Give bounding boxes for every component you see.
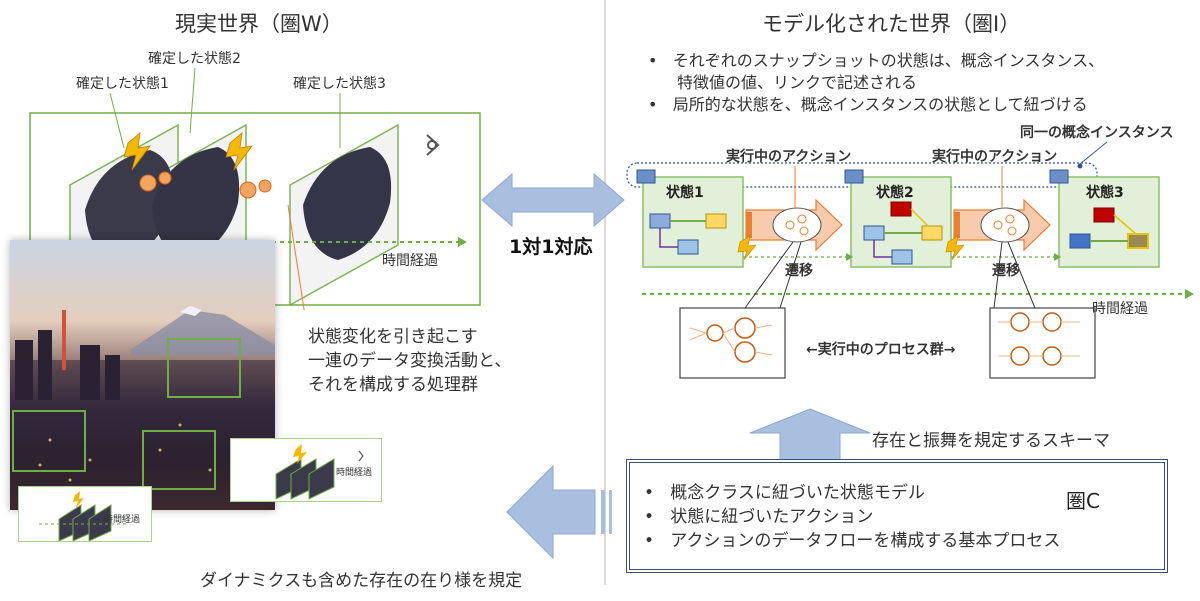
- city-focus-box-3: [142, 430, 216, 490]
- transition-label-2: 遷移: [992, 263, 1020, 279]
- confirmed-state-1-label: 確定した状態1: [76, 76, 169, 92]
- model-bullet-1-cont: 特徴値の値、リンクで記述される: [677, 73, 918, 92]
- small-time-label-right: 時間経過: [336, 468, 373, 478]
- schema-bullets: • 概念クラスに紐づいた状態モデル • 状態に紐づいたアクション • アクション…: [644, 481, 1060, 553]
- running-action-label-2: 実行中のアクション: [932, 149, 1058, 165]
- schema-bullet-1: • 概念クラスに紐づいた状態モデル: [644, 483, 925, 503]
- city-focus-box-2: [12, 410, 86, 472]
- correspondence-label: 1対1対応: [509, 236, 593, 258]
- small-snapshot-panel-left: 時間経過: [18, 486, 152, 542]
- confirmed-state-3-label: 確定した状態3: [293, 76, 386, 92]
- state-3-label: 状態3: [1086, 185, 1124, 201]
- schema-up-arrow: [749, 408, 871, 464]
- transition-label-1: 遷移: [785, 263, 813, 279]
- small-snapshot-planes-left: [39, 491, 129, 542]
- schema-category-label: 圏C: [1066, 489, 1100, 513]
- schema-bottom-caption: ダイナミクスも含めた存在の在り様を規定: [200, 571, 523, 591]
- confirmed-state-2-label: 確定した状態2: [148, 51, 241, 67]
- small-time-label-left: 時間経過: [104, 515, 141, 525]
- model-bullet-2: • 局所的な状態を、概念インスタンスの状態として紐づける: [648, 95, 1088, 114]
- schema-left-arrow: [506, 464, 612, 560]
- running-action-label-1: 実行中のアクション: [726, 149, 852, 165]
- real-time-label: 時間経過: [382, 253, 438, 269]
- model-time-label: 時間経過: [1092, 301, 1148, 317]
- small-snapshot-planes-right: [275, 444, 364, 500]
- small-snapshot-panel-right: 時間経過: [230, 438, 382, 502]
- schema-box: • 概念クラスに紐づいた状態モデル • 状態に紐づいたアクション • アクション…: [626, 459, 1168, 573]
- schema-bullet-2: • 状態に紐づいたアクション: [644, 507, 874, 527]
- model-bullet-1: • それぞれのスナップショットの状態は、概念インスタンス、: [648, 51, 1105, 70]
- description-line-2: 一連のデータ変換活動と、: [308, 351, 512, 371]
- state-2-label: 状態2: [876, 185, 914, 201]
- city-focus-box-1: [167, 338, 241, 398]
- model-world-title: モデル化された世界（圏I）: [762, 12, 1021, 36]
- same-instance-label: 同一の概念インスタンス: [1020, 125, 1174, 141]
- model-diagram: [626, 141, 1194, 379]
- real-world-title: 現実世界（圏W）: [175, 12, 343, 36]
- schema-bullet-3: • アクションのデータフローを構成する基本プロセス: [644, 531, 1061, 551]
- process-group-label: ←実行中のプロセス群→: [806, 342, 956, 358]
- correspondence-arrow: [481, 172, 625, 228]
- schema-top-caption: 存在と振舞を規定するスキーマ: [872, 431, 1110, 451]
- state-1-label: 状態1: [666, 185, 704, 201]
- state-change-description: 状態変化を引き起こす 一連のデータ変換活動と、 それを構成する処理群: [308, 325, 511, 397]
- center-divider: [604, 0, 606, 585]
- description-line-1: 状態変化を引き起こす: [308, 327, 478, 347]
- description-line-3: それを構成する処理群: [308, 375, 478, 395]
- model-bullets: • それぞれのスナップショットの状態は、概念インスタンス、 特徴値の値、リンクで…: [648, 50, 1104, 116]
